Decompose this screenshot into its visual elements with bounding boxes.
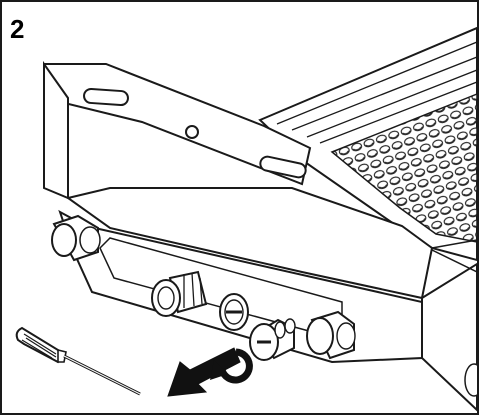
mounting-bracket (43, 60, 312, 200)
right-knob (306, 310, 356, 360)
removable-plug (249, 318, 296, 361)
led-lens-array (330, 93, 477, 243)
bracket-slot-left (83, 87, 129, 107)
blank-plug (219, 293, 249, 331)
counterclockwise-rotate-icon (210, 348, 253, 384)
bracket-hole (185, 125, 199, 139)
step-number: 2 (10, 14, 25, 44)
left-knob (51, 214, 101, 262)
cable-gland (151, 270, 208, 317)
screwdriver-icon (15, 326, 141, 396)
bracket-slot-right (259, 155, 307, 179)
removal-direction-arrow-icon (167, 347, 241, 397)
